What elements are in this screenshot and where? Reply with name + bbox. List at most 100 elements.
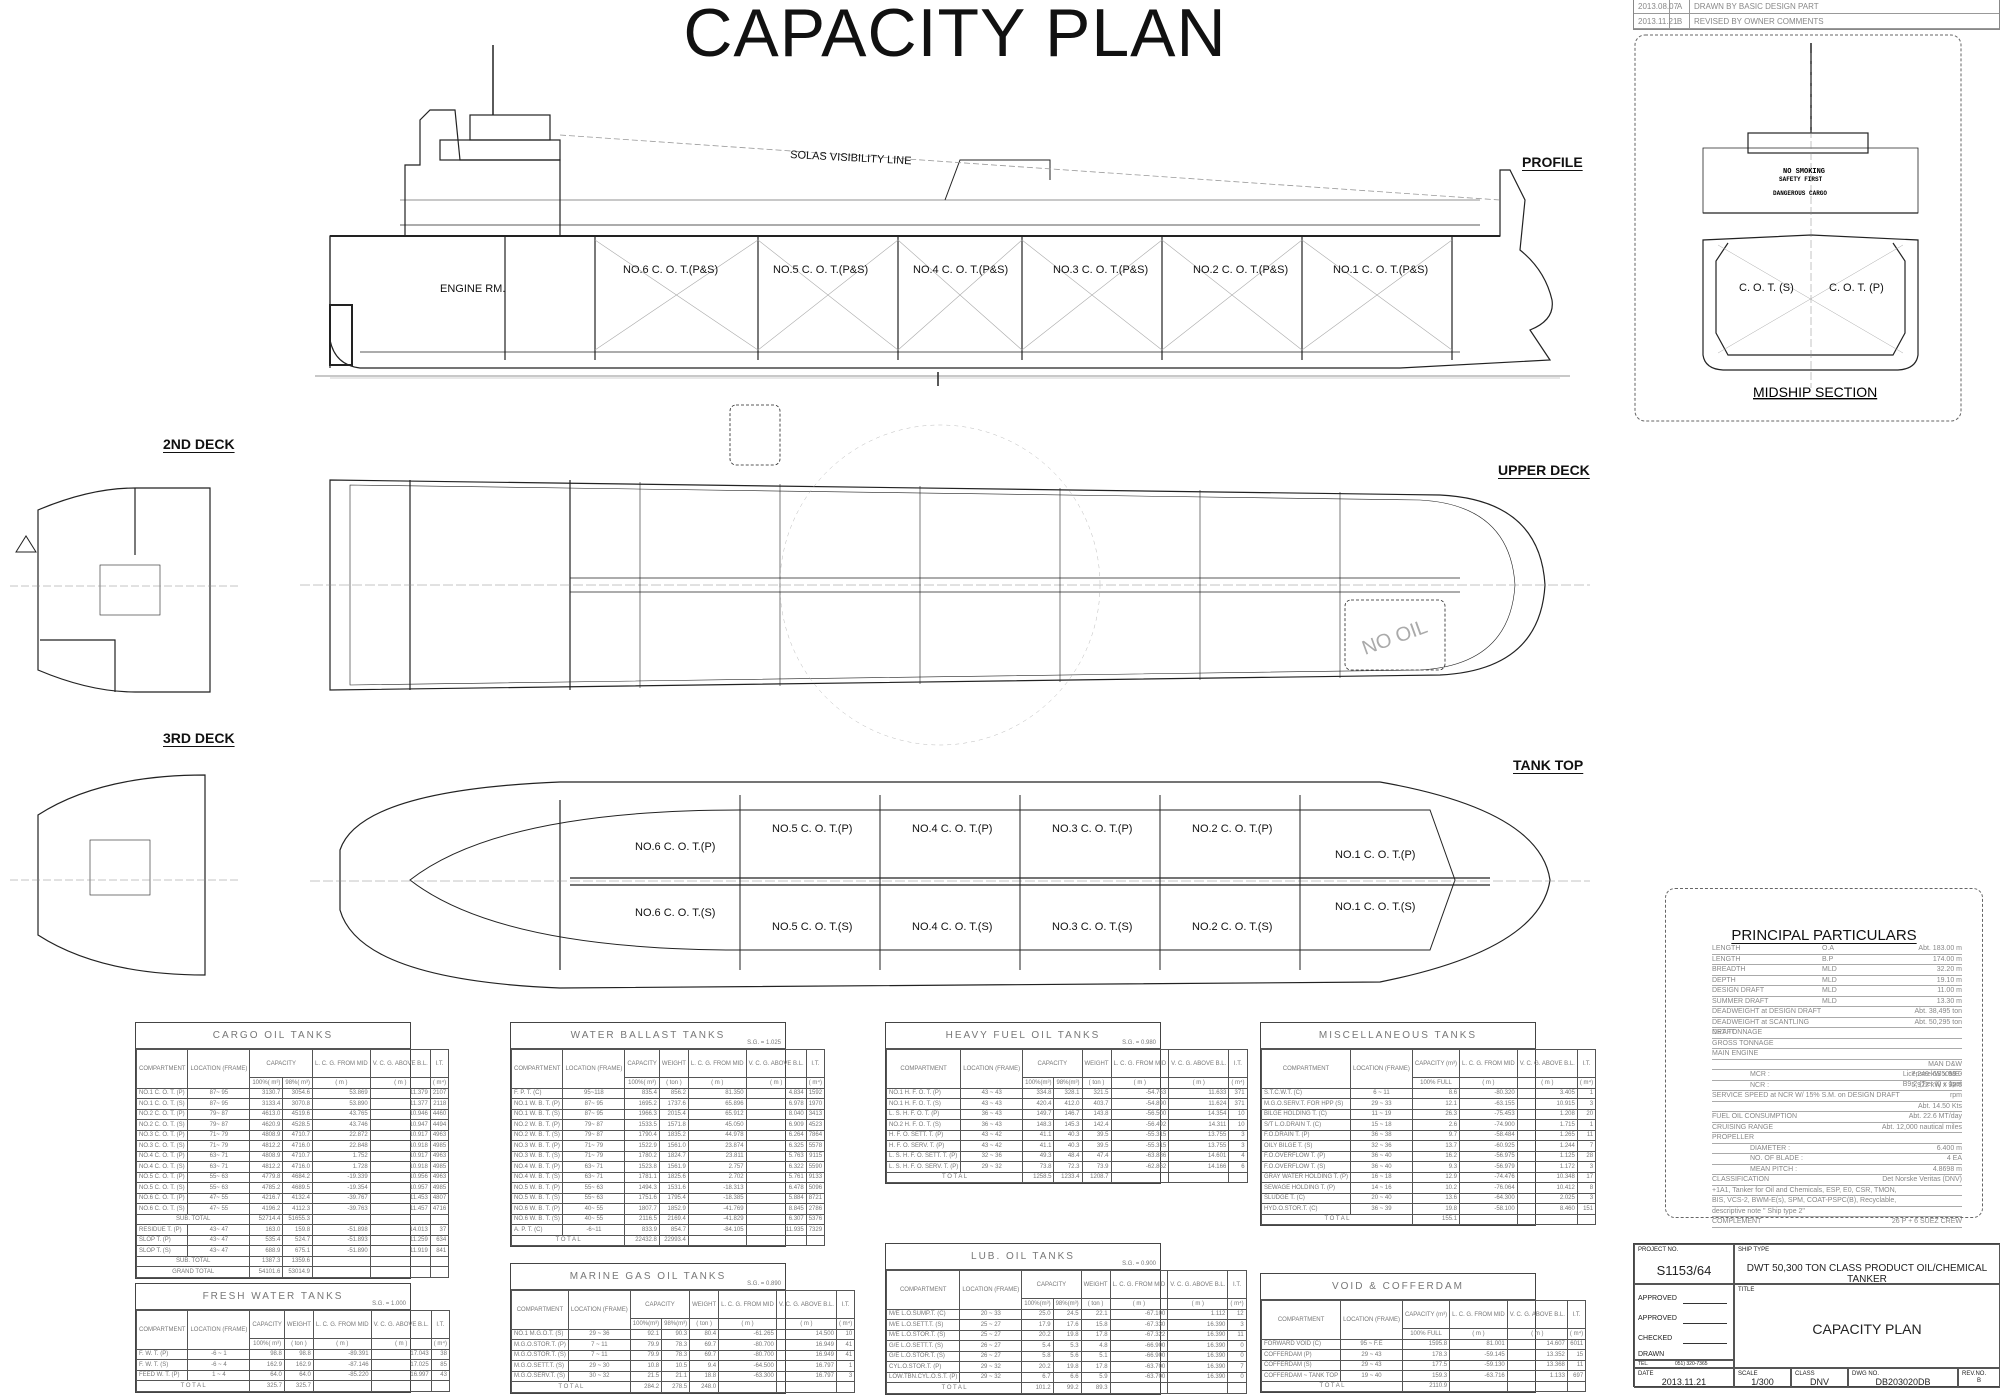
second-deck-drawing	[10, 487, 240, 693]
column-header: CAPACITY (m³)	[1401, 1300, 1451, 1329]
particular-row: BIS, VCS-2, BWM-E(s), SPM, COAT-PSPC(B),…	[1712, 1196, 1962, 1207]
tank-top-port-label: NO.3 C. O. T.(P)	[1052, 823, 1132, 835]
column-header: LOCATION (FRAME)	[1340, 1300, 1403, 1340]
column-unit: ( m )	[1110, 1077, 1170, 1089]
table-title: MISCELLANEOUS TANKS	[1261, 1023, 1535, 1049]
particular-row: descriptive note " Ship type 2"	[1712, 1207, 1962, 1217]
particular-row: NO. OF BLADE :4 EA	[1712, 1154, 1962, 1165]
signature-line	[1683, 1323, 1727, 1324]
tank-top-port-label: NO.1 C. O. T.(P)	[1335, 849, 1415, 861]
column-unit: 100%( m³)	[624, 1077, 660, 1089]
column-header: L. C. G. FROM MID	[1459, 1049, 1518, 1078]
second-deck-label: 2ND DECK	[163, 436, 235, 452]
column-header: I.T.	[835, 1290, 856, 1319]
midship-tank-label: C. O. T. (S)	[1739, 282, 1794, 294]
column-header: COMPARTMENT	[135, 1310, 189, 1350]
tank-top-port-label: NO.2 C. O. T.(P)	[1192, 823, 1272, 835]
midship-tank-label: C. O. T. (P)	[1829, 282, 1884, 294]
particular-row: SERVICE SPEED at NCR W/ 15% S.M. on DESI…	[1712, 1091, 1962, 1102]
tank-top-drawing: NO.6 C. O. T.(P) NO.5 C. O. T.(P) NO.4 C…	[310, 781, 1590, 989]
column-header: COMPARTMENT	[135, 1049, 189, 1089]
column-unit: 100% FULL	[1401, 1328, 1451, 1340]
deck-marking: NO OIL	[1359, 616, 1430, 660]
column-unit: ( ton )	[658, 1077, 689, 1089]
revision-block: 2013.08.07 A DRAWN BY BASIC DESIGN PART …	[1633, 0, 2000, 30]
column-unit: 98%( m³)	[282, 1077, 314, 1089]
third-deck-drawing	[10, 774, 240, 976]
column-header: I.T.	[1228, 1049, 1248, 1078]
tank-top-stbd-label: NO.5 C. O. T.(S)	[772, 921, 852, 933]
total-label: T O T A L	[135, 1380, 251, 1392]
column-header: WEIGHT	[283, 1310, 314, 1339]
total-label: SUB. TOTAL	[135, 1255, 251, 1267]
column-header: V. C. G. ABOVE B.L.	[369, 1049, 431, 1078]
column-header: V. C. G. ABOVE B.L.	[1516, 1049, 1578, 1078]
total-label: T O T A L	[1261, 1380, 1403, 1392]
column-unit: ( m )	[1168, 1077, 1230, 1089]
total-label: SUB. TOTAL	[135, 1213, 251, 1225]
column-unit: ( m⁴)	[429, 1077, 450, 1089]
column-unit: ( m )	[312, 1077, 371, 1089]
particular-row: MAN D&W Licensee 6S50ME-B9.2 (Tier II) x…	[1712, 1060, 1962, 1088]
column-header: COMPARTMENT	[510, 1049, 564, 1089]
column-unit: ( m⁴)	[1576, 1077, 1597, 1089]
column-header: LOCATION (FRAME)	[960, 1049, 1024, 1089]
project-no-cell: PROJECT NO. S1153/64	[1634, 1244, 1734, 1284]
column-unit: ( ton )	[1080, 1298, 1111, 1310]
particular-row: MEAN PITCH :4.8698 m	[1712, 1165, 1962, 1175]
date-cell: DATE 2013.11.21	[1634, 1368, 1734, 1388]
column-unit: ( m⁴)	[1566, 1328, 1587, 1340]
principal-particulars-title: PRINCIPAL PARTICULARS	[1731, 927, 1917, 944]
profile-label: PROFILE	[1522, 154, 1583, 170]
tank-top-stbd-label: NO.3 C. O. T.(S)	[1052, 921, 1132, 933]
column-header: WEIGHT	[658, 1049, 689, 1078]
project-no: S1153/64	[1656, 1263, 1712, 1278]
total-label: T O T A L	[885, 1171, 1024, 1183]
column-unit: ( m )	[1167, 1298, 1229, 1310]
profile-tank-label: NO.3 C. O. T.(P&S)	[1053, 264, 1148, 276]
dwg-no-cell: DWG NO. DB203020DB	[1848, 1368, 1958, 1388]
column-unit: ( m⁴)	[835, 1318, 856, 1330]
column-header: CAPACITY	[249, 1310, 285, 1339]
